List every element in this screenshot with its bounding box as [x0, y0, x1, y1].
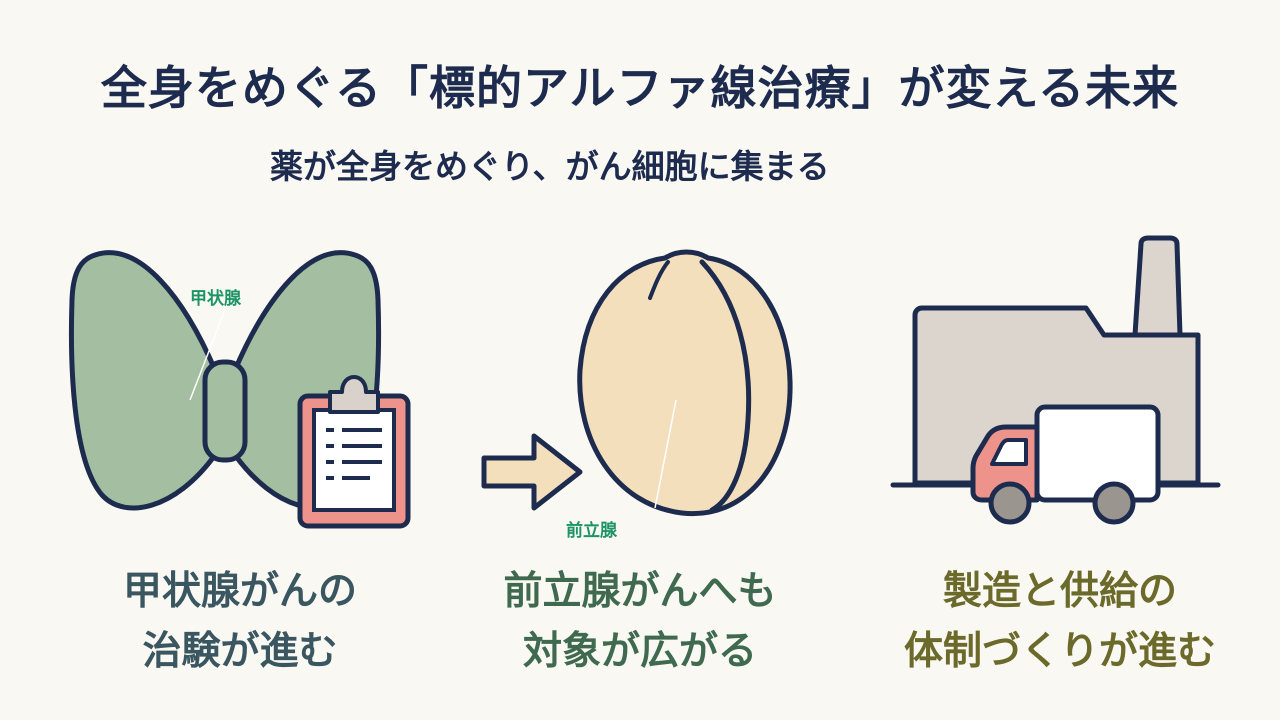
caption-line: 製造と供給の: [942, 569, 1177, 614]
prostate-icon: [577, 249, 793, 517]
caption-line: 甲状腺がんの: [122, 569, 357, 614]
clipboard-icon: [297, 375, 411, 529]
caption-line: 治験が進む: [142, 629, 338, 674]
caption-manufacturing-supply: 製造と供給の 体制づくりが進む: [840, 562, 1280, 682]
page-title: 全身をめぐる「標的アルファ線治療」が変える未来: [100, 61, 1180, 115]
arrow-right-icon: [481, 433, 583, 511]
thyroid-label: 甲状腺: [190, 289, 241, 309]
truck-icon: [970, 404, 1161, 525]
caption-thyroid-trial: 甲状腺がんの 治験が進む: [40, 562, 440, 682]
caption-line: 体制づくりが進む: [903, 629, 1216, 674]
caption-line: 前立腺がんへも: [503, 569, 777, 614]
page-subtitle: 薬が全身をめぐり、がん細胞に集まる: [270, 147, 830, 186]
caption-prostate-expansion: 前立腺がんへも 対象が広がる: [440, 562, 840, 682]
caption-line: 対象が広がる: [522, 629, 757, 674]
prostate-label: 前立腺: [566, 521, 617, 541]
